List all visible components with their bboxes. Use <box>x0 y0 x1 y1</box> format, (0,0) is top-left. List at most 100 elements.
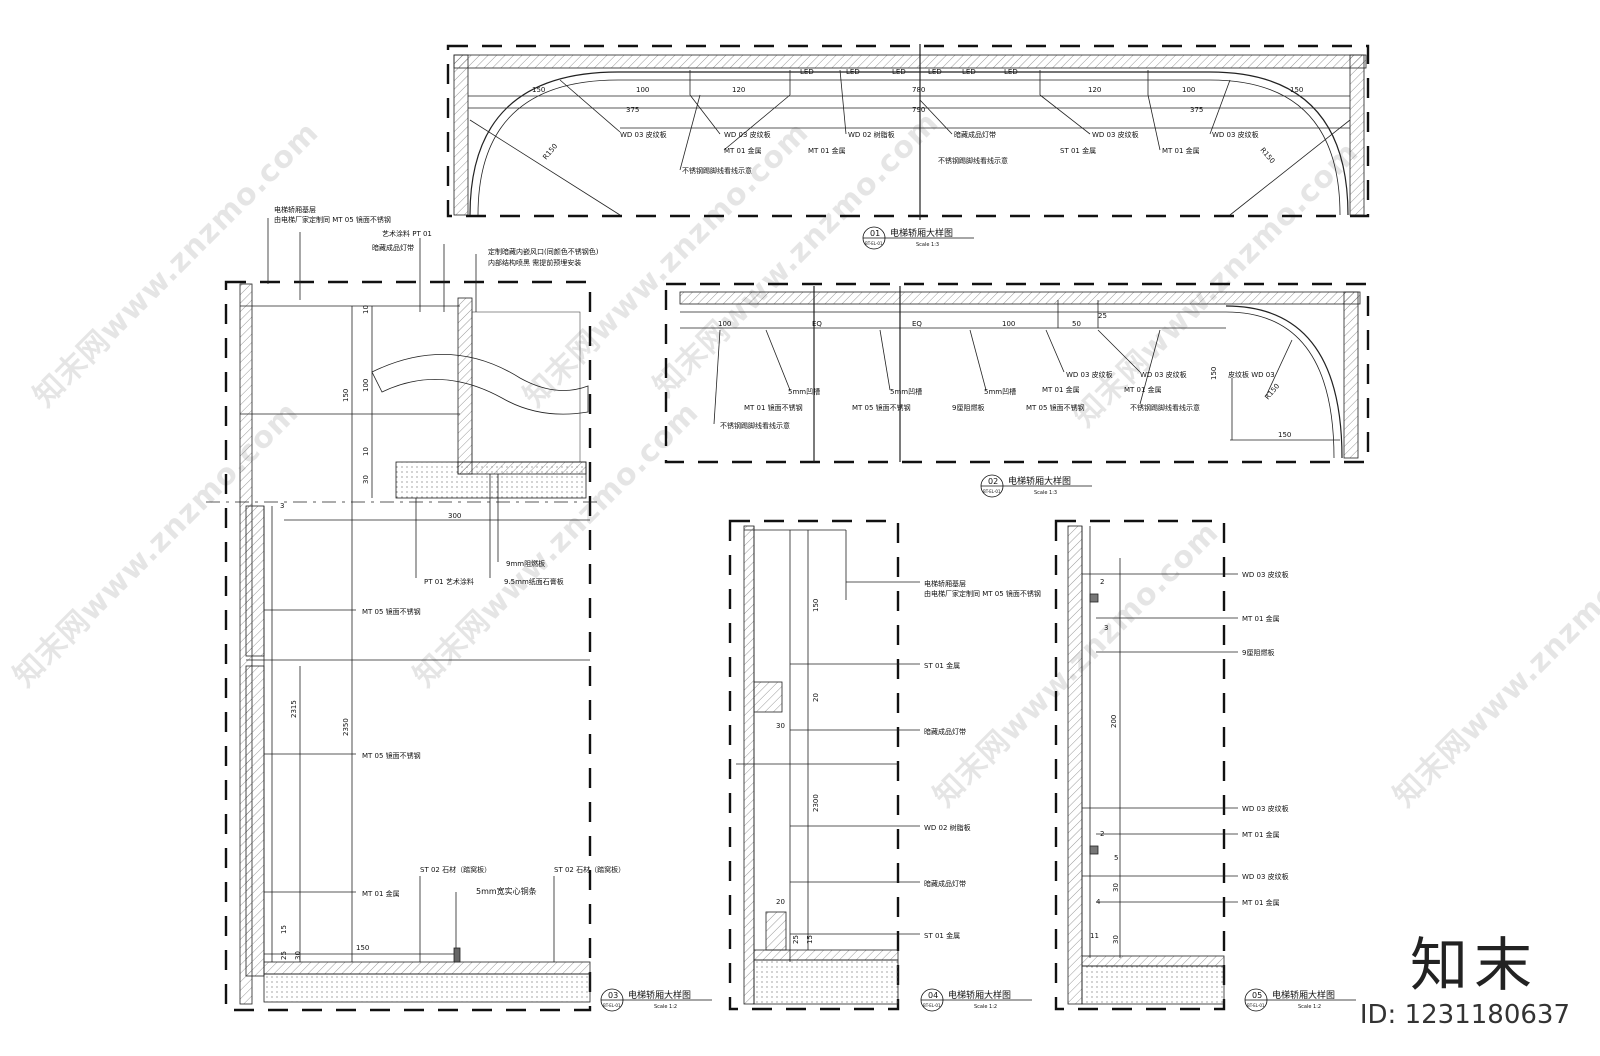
note-label: 由电梯厂家定制同 MT 05 镜面不锈钢 <box>274 215 391 224</box>
detail-04 <box>736 525 920 1005</box>
note-label: 不锈钢踢脚线看线示意 <box>682 166 752 175</box>
dim-label: EQ <box>812 320 822 328</box>
dim-label: 2 <box>1100 830 1104 838</box>
material-label: 5mm凹槽 <box>890 387 922 396</box>
led-label: LED <box>1004 68 1018 76</box>
material-label: 9mm阻燃板 <box>506 559 545 568</box>
note-label: 不锈钢踢脚线看线示意 <box>938 156 1008 165</box>
material-label: MT 05 镜面不锈钢 <box>852 403 911 412</box>
dim-label: 300 <box>448 512 461 520</box>
note-label: 内部结构喷黑 需提前预埋安装 <box>488 258 581 267</box>
title-ref: BT-EL-01 <box>603 1003 621 1008</box>
material-label: 9厘阻燃板 <box>1242 648 1274 657</box>
material-label: MT 01 金属 <box>808 146 846 155</box>
dim-label: EQ <box>912 320 922 328</box>
dim-label: R150 <box>541 142 559 161</box>
title-ref: BT-EL-01 <box>983 489 1001 494</box>
material-label: ST 01 金属 <box>1060 146 1096 155</box>
dim-label: 15 <box>280 925 288 934</box>
detail-05-text: 2 3 200 2 5 30 4 11 30 WD 03 皮纹板 MT 01 金… <box>1090 570 1289 944</box>
dim-label: 4 <box>1096 898 1101 906</box>
dim-label: 30 <box>776 722 785 730</box>
dim-label: 10 <box>362 305 370 314</box>
detail-03-text: 电梯轿厢基层 由电梯厂家定制同 MT 05 镜面不锈钢 艺术涂料 PT 01 暗… <box>274 205 625 960</box>
dim-label: 2 <box>1100 578 1104 586</box>
material-label: MT 01 镜面不锈钢 <box>744 403 803 412</box>
material-label: WD 03 皮纹板 <box>1092 130 1139 139</box>
detail-02-text: 100 EQ EQ 100 50 25 150 R150 150 5mm凹槽 5… <box>718 312 1291 439</box>
dim-label: 15 <box>806 935 814 944</box>
dim-label: 20 <box>776 898 785 906</box>
material-label: MT 01 金属 <box>1242 898 1280 907</box>
material-label: 5mm凹槽 <box>984 387 1016 396</box>
dim-label: 375 <box>1190 106 1203 114</box>
dim-label: 100 <box>1002 320 1015 328</box>
dim-label: 120 <box>1088 86 1101 94</box>
dim-label: 10 <box>362 447 370 456</box>
material-label: MT 05 镜面不锈钢 <box>362 607 421 616</box>
material-label: ST 01 金属 <box>924 661 960 670</box>
dim-label: 150 <box>532 86 545 94</box>
material-label: MT 01 金属 <box>1242 830 1280 839</box>
note-label: 5mm宽实心铜条 <box>476 886 537 896</box>
material-label: 9.5mm纸面石膏板 <box>504 577 564 586</box>
dim-label: 150 <box>1278 431 1291 439</box>
title-ref: BT-EL-01 <box>865 241 883 246</box>
dim-label: 2350 <box>342 718 350 736</box>
material-label: MT 01 金属 <box>1242 614 1280 623</box>
image-id: ID: 1231180637 <box>1359 1000 1570 1030</box>
material-label: WD 03 皮纹板 <box>1212 130 1259 139</box>
dim-label: 25 <box>792 935 800 944</box>
material-label: 皮纹板 WD 03 <box>1228 370 1275 379</box>
material-label: ST 02 石材（踏窝板） <box>420 865 491 874</box>
led-label: LED <box>962 68 976 76</box>
drawing-title: 电梯轿厢大样图 <box>1272 989 1335 1001</box>
material-label: WD 03 皮纹板 <box>620 130 667 139</box>
dim-label: 780 <box>912 86 925 94</box>
dim-label: 30 <box>1112 935 1120 944</box>
led-label: LED <box>846 68 860 76</box>
note-label: 暗藏成品灯带 <box>372 243 414 252</box>
title-block-02: 02 BT-EL-01 电梯轿厢大样图 Scale 1:3 <box>980 474 1092 498</box>
dim-label: 150 <box>812 599 820 612</box>
drawing-scale: Scale 1:3 <box>916 242 939 248</box>
material-label: MT 01 金属 <box>724 146 762 155</box>
brand-logo: 知末 <box>1409 931 1538 999</box>
detail-03 <box>206 218 600 1005</box>
dim-label: 150 <box>356 944 369 952</box>
material-label: WD 03 皮纹板 <box>1140 370 1187 379</box>
dim-label: 120 <box>732 86 745 94</box>
material-label: 由电梯厂家定制同 MT 05 镜面不锈钢 <box>924 589 1041 598</box>
material-label: MT 05 镜面不锈钢 <box>362 751 421 760</box>
drawing-title: 电梯轿厢大样图 <box>1008 475 1071 487</box>
detail-01-text: LED LED LED LED LED LED 150 100 120 780 … <box>532 68 1303 175</box>
dim-label: 20 <box>812 693 820 702</box>
material-label: ST 02 石材（踏窝板） <box>554 865 625 874</box>
drawing-scale: Scale 1:2 <box>1298 1004 1321 1010</box>
material-label: ST 01 金属 <box>924 931 960 940</box>
material-label: WD 03 皮纹板 <box>1242 570 1289 579</box>
dim-label: 150 <box>342 389 350 402</box>
drawing-title: 电梯轿厢大样图 <box>948 989 1011 1001</box>
title-number: 05 <box>1252 991 1262 1000</box>
material-label: 9厘阻燃板 <box>952 403 984 412</box>
drawing-scale: Scale 1:2 <box>974 1004 997 1010</box>
material-label: WD 03 皮纹板 <box>1066 370 1113 379</box>
material-label: WD 03 皮纹板 <box>1242 804 1289 813</box>
dim-label: 2315 <box>290 700 298 718</box>
title-number: 02 <box>988 477 998 486</box>
note-label: 艺术涂料 PT 01 <box>382 229 432 238</box>
dim-label: 30 <box>294 951 302 960</box>
led-label: LED <box>928 68 942 76</box>
note-label: 不锈钢踢脚线看线示意 <box>720 421 790 430</box>
material-label: WD 03 皮纹板 <box>1242 872 1289 881</box>
title-number: 03 <box>608 991 618 1000</box>
material-label: 5mm凹槽 <box>788 387 820 396</box>
material-label: MT 01 金属 <box>1162 146 1200 155</box>
detail-02 <box>679 286 1361 462</box>
detail-04-text: 150 20 30 2300 20 25 15 电梯轿厢基层 由电梯厂家定制同 … <box>776 579 1041 944</box>
dim-label: 25 <box>280 951 288 960</box>
dim-label: 100 <box>636 86 649 94</box>
title-block-01: 01 BT-EL-01 电梯轿厢大样图 Scale 1:3 <box>862 226 974 250</box>
drawing-scale: Scale 1:2 <box>654 1004 677 1010</box>
